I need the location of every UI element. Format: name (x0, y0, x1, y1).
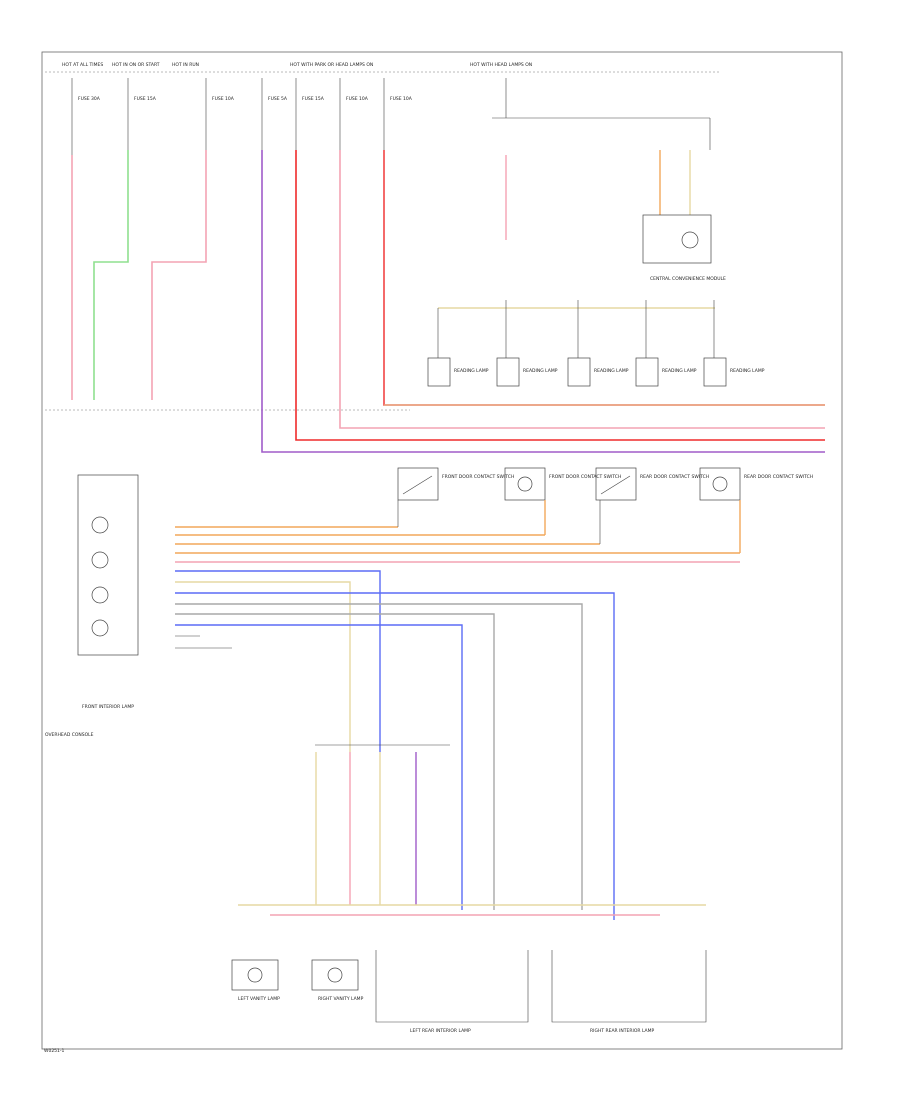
fuse-label-1: HOT AT ALL TIMES (62, 62, 103, 68)
right-rear-lamp-bracket (551, 950, 707, 1023)
svg-text:READING LAMP: READING LAMP (523, 368, 558, 374)
svg-text:FUSE 10A: FUSE 10A (346, 96, 369, 102)
reading-lamp-4 (635, 357, 659, 387)
svg-text:FUSE 10A: FUSE 10A (212, 96, 235, 102)
front-lamp-label: FRONT INTERIOR LAMP (82, 704, 134, 710)
front-lamp-bulb-2 (91, 551, 109, 569)
wire-gray-2 (175, 613, 495, 910)
left-vanity-label: LEFT VANITY LAMP (238, 996, 280, 1002)
svg-text:REAR DOOR CONTACT SWITCH: REAR DOOR CONTACT SWITCH (744, 474, 813, 480)
svg-text:FUSE 15A: FUSE 15A (134, 96, 157, 102)
front-lamp-bulb-4 (91, 619, 109, 637)
wire-blue-2 (175, 592, 615, 920)
module-lamp-icon (681, 231, 699, 249)
door-switch-3 (595, 467, 637, 501)
svg-text:FRONT DOOR CONTACT SWITCH: FRONT DOOR CONTACT SWITCH (549, 474, 621, 480)
reading-lamp-1 (427, 357, 451, 387)
reading-lamp-3 (567, 357, 591, 387)
front-lamp-bulb-1 (91, 516, 109, 534)
wire-blue-3 (175, 624, 463, 910)
reading-lamp-2 (496, 357, 520, 387)
wire-blue-1 (175, 570, 381, 752)
wire-red-blu (151, 150, 207, 400)
right-rear-lamp-label: RIGHT REAR INTERIOR LAMP (590, 1028, 655, 1034)
wire-gray-1 (175, 603, 583, 910)
wire-red-blk (339, 150, 825, 429)
reading-lamp-5 (703, 357, 727, 387)
svg-text:READING LAMP: READING LAMP (594, 368, 629, 374)
central-module-label: CENTRAL CONVENIENCE MODULE (650, 276, 726, 282)
fuse-label-3: HOT IN RUN (172, 62, 199, 68)
wire-vio-wht (261, 150, 825, 453)
footer-ref: W0251-1 (44, 1048, 65, 1054)
central-module (642, 214, 712, 264)
diagram-frame (41, 51, 843, 1050)
front-lamp-bulb-3 (91, 586, 109, 604)
reading-lamp-row (427, 300, 727, 387)
svg-text:FUSE 5A: FUSE 5A (268, 96, 288, 102)
fuse-label-4: HOT WITH PARK OR HEAD LAMPS ON (290, 62, 373, 68)
svg-text:READING LAMP: READING LAMP (730, 368, 765, 374)
wire-red (295, 150, 825, 441)
fuse-label-2: HOT IN ON OR START (112, 62, 160, 68)
reading-lamp-labels: READING LAMP READING LAMP READING LAMP R… (454, 368, 765, 374)
door-switch-labels: FRONT DOOR CONTACT SWITCH FRONT DOOR CON… (442, 474, 813, 480)
svg-text:READING LAMP: READING LAMP (662, 368, 697, 374)
svg-text:FUSE 15A: FUSE 15A (302, 96, 325, 102)
left-rear-lamp-bracket (375, 950, 529, 1023)
door-switch-1 (397, 467, 439, 501)
console-label: OVERHEAD CONSOLE (45, 732, 94, 738)
svg-text:REAR DOOR CONTACT SWITCH: REAR DOOR CONTACT SWITCH (640, 474, 709, 480)
door-switch-row (397, 467, 741, 501)
fuse-names: FUSE 30A FUSE 15A FUSE 10A FUSE 5A FUSE … (78, 96, 413, 102)
front-interior-lamp (77, 474, 139, 656)
svg-text:FRONT DOOR CONTACT SWITCH: FRONT DOOR CONTACT SWITCH (442, 474, 514, 480)
svg-text:FUSE 30A: FUSE 30A (78, 96, 101, 102)
svg-text:FUSE 10A: FUSE 10A (390, 96, 413, 102)
left-rear-lamp-label: LEFT REAR INTERIOR LAMP (410, 1028, 471, 1034)
fuse-stubs (71, 78, 507, 160)
fuse-label-5: HOT WITH HEAD LAMPS ON (470, 62, 532, 68)
wire-tan-1 (175, 581, 351, 752)
right-vanity-label: RIGHT VANITY LAMP (318, 996, 364, 1002)
wire-grn-blk (93, 150, 129, 400)
svg-text:READING LAMP: READING LAMP (454, 368, 489, 374)
